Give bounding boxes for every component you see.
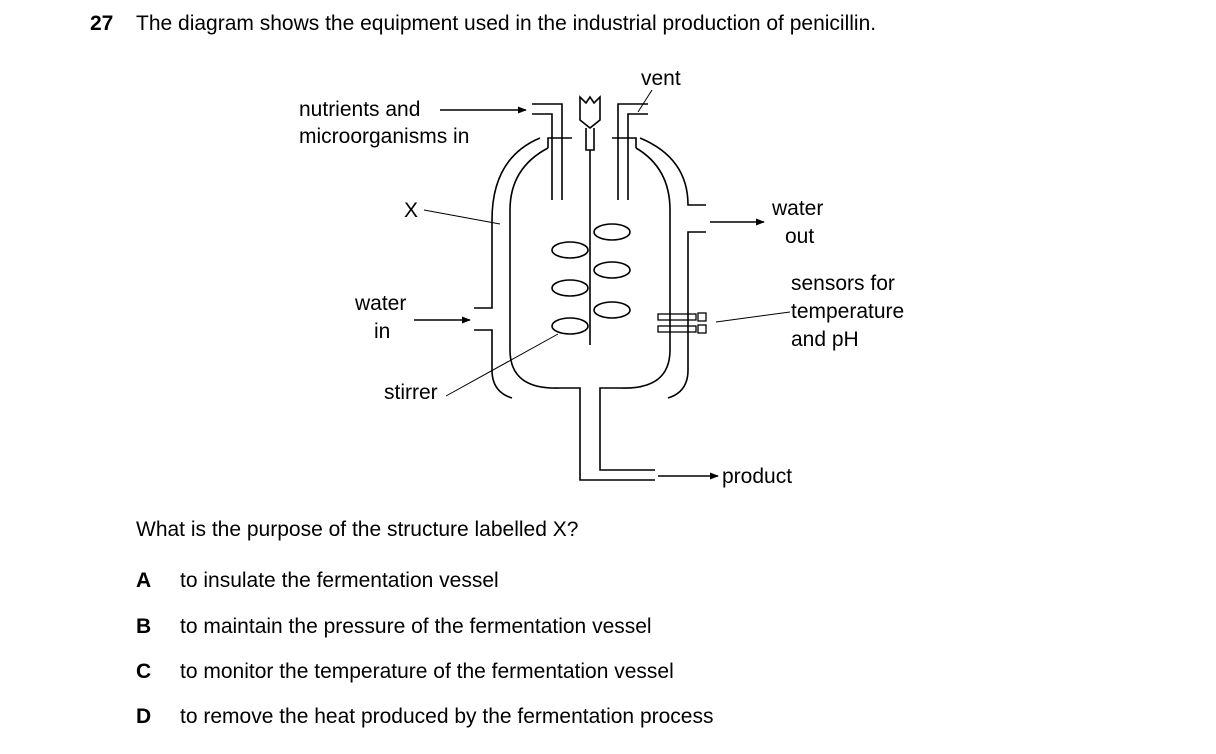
water-in-label-line2: in <box>374 320 391 343</box>
product-label: product <box>722 465 793 488</box>
vent-label: vent <box>641 67 681 90</box>
nutrients-label-line1: nutrients and <box>299 98 421 121</box>
water-jacket <box>474 137 541 309</box>
sensors-leader <box>715 311 791 323</box>
stirrer-shaft <box>585 128 595 345</box>
x-label: X <box>404 199 419 222</box>
vent-pipe <box>617 103 648 200</box>
nutrient-inlet-pipe <box>532 103 563 200</box>
option-a-text: to insulate the fermentation vessel <box>180 569 499 592</box>
fermentation-vessel <box>509 147 655 481</box>
question-text: The diagram shows the equipment used in … <box>136 12 877 35</box>
stirrer-leader <box>445 333 559 397</box>
option-c-text: to monitor the temperature of the fermen… <box>180 660 674 683</box>
stirrer-label: stirrer <box>384 381 438 404</box>
option-c-letter: C <box>136 660 152 683</box>
water-in-label-line1: water <box>355 292 407 315</box>
question-number: 27 <box>90 12 114 35</box>
sensors-label-line2: temperature <box>791 300 905 323</box>
nutrients-label-line2: microorganisms in <box>299 125 470 148</box>
option-d-letter: D <box>136 705 152 728</box>
option-d-text: to remove the heat produced by the ferme… <box>180 705 714 728</box>
sensors-label-line3: and pH <box>791 328 859 351</box>
water-out-label-line1: water <box>772 197 824 220</box>
stirrer-paddles <box>551 223 631 335</box>
stirrer-motor <box>579 95 601 130</box>
option-b-text: to maintain the pressure of the fermenta… <box>180 615 652 638</box>
sensors-label-line1: sensors for <box>791 272 895 295</box>
sensors <box>657 312 707 334</box>
vent-leader <box>637 89 653 113</box>
x-leader <box>423 209 501 225</box>
option-a-letter: A <box>136 569 152 592</box>
question-prompt: What is the purpose of the structure lab… <box>136 518 579 541</box>
option-b-letter: B <box>136 615 152 638</box>
water-out-label-line2: out <box>785 225 815 248</box>
